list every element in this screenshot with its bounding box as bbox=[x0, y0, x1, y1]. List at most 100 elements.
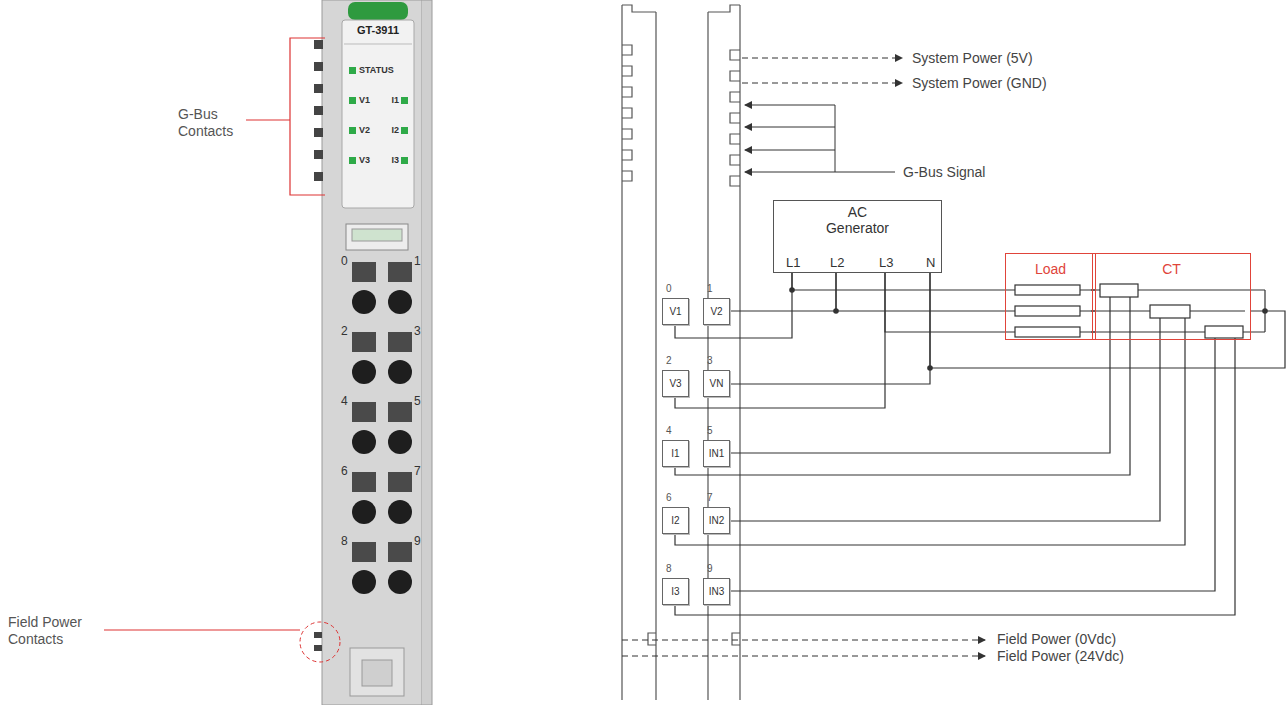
terminal-label: VN bbox=[710, 378, 724, 389]
phase-label: N bbox=[926, 255, 935, 270]
terminal-number: 1 bbox=[414, 254, 421, 268]
terminal-lever bbox=[352, 262, 376, 282]
terminal-number: 2 bbox=[341, 324, 348, 338]
g-bus-contact bbox=[314, 84, 323, 93]
terminal-lever bbox=[352, 332, 376, 352]
model-name: GT-3911 bbox=[352, 24, 404, 37]
group-label: Load bbox=[1006, 261, 1095, 277]
terminal-hole bbox=[388, 500, 412, 524]
terminal-number: 9 bbox=[414, 534, 421, 548]
g-bus-contact bbox=[314, 128, 323, 137]
g-bus-contact bbox=[314, 106, 323, 115]
led-label: I1 bbox=[386, 95, 399, 106]
terminal-number: 3 bbox=[414, 324, 421, 338]
led bbox=[401, 97, 408, 104]
terminal: 0V1 bbox=[662, 282, 689, 325]
terminal-box: IN3 bbox=[703, 578, 730, 605]
contact-tooth bbox=[730, 155, 740, 165]
terminal-number: 8 bbox=[341, 534, 348, 548]
wire bbox=[930, 273, 1285, 368]
terminal-number: 8 bbox=[662, 562, 689, 578]
signal-label: Field Power (0Vdc) bbox=[997, 631, 1116, 648]
wire bbox=[730, 340, 1110, 453]
label-panel bbox=[342, 20, 414, 208]
contact-tooth bbox=[622, 108, 632, 118]
panel-line bbox=[344, 44, 412, 45]
contact-tooth bbox=[622, 171, 632, 181]
terminal-hole bbox=[388, 290, 412, 314]
led bbox=[349, 67, 356, 74]
wire bbox=[730, 340, 1215, 591]
terminal-label: V2 bbox=[710, 306, 722, 317]
terminal: 3VN bbox=[703, 354, 730, 397]
contact-tooth bbox=[622, 66, 632, 76]
terminal-box: I3 bbox=[662, 578, 689, 605]
terminal-number: 6 bbox=[341, 464, 348, 478]
contact-tooth bbox=[730, 176, 740, 186]
terminal-box: VN bbox=[703, 370, 730, 397]
terminal-box: IN1 bbox=[703, 440, 730, 467]
led-label: I3 bbox=[386, 155, 399, 166]
contact-tooth bbox=[730, 50, 740, 60]
terminal-box: I1 bbox=[662, 440, 689, 467]
led-label: V3 bbox=[359, 155, 370, 166]
signal-label: Field Power (24Vdc) bbox=[997, 648, 1124, 665]
terminal-hole bbox=[352, 570, 376, 594]
wire bbox=[675, 340, 1185, 545]
module-outline bbox=[622, 5, 740, 700]
terminal: 2V3 bbox=[662, 354, 689, 397]
signal-label: G-Bus Signal bbox=[903, 164, 985, 181]
power-arrow bbox=[742, 83, 902, 84]
terminal: 8I3 bbox=[662, 562, 689, 605]
terminal-hole bbox=[352, 500, 376, 524]
terminal-hole bbox=[388, 570, 412, 594]
terminal-number: 4 bbox=[341, 394, 348, 408]
signal-arrow bbox=[745, 150, 835, 151]
ct-coil bbox=[1205, 326, 1243, 338]
contact-tooth bbox=[622, 87, 632, 97]
resistor-symbol bbox=[1015, 285, 1080, 295]
wire bbox=[792, 273, 1005, 332]
wire bbox=[675, 273, 792, 338]
power-arrow bbox=[742, 58, 902, 59]
release-tab-inner bbox=[352, 229, 402, 241]
terminal-hole bbox=[352, 360, 376, 384]
generator-label: AC Generator bbox=[818, 204, 898, 236]
led-label: I2 bbox=[386, 125, 399, 136]
module-cap bbox=[348, 2, 408, 20]
module-body bbox=[322, 0, 422, 705]
terminal: 1V2 bbox=[703, 282, 730, 325]
g-bus-contact bbox=[314, 40, 323, 49]
terminal-number: 3 bbox=[703, 354, 730, 370]
terminal-number: 0 bbox=[662, 282, 689, 298]
field-power-arrow bbox=[622, 640, 985, 641]
wire bbox=[730, 273, 836, 311]
callout-circle bbox=[300, 622, 340, 662]
signal-arrow bbox=[745, 105, 835, 106]
latch bbox=[350, 648, 404, 696]
resistor-symbol bbox=[1015, 306, 1080, 316]
terminal: 5IN1 bbox=[703, 424, 730, 467]
terminal-label: IN3 bbox=[709, 586, 725, 597]
terminal-number: 1 bbox=[703, 282, 730, 298]
terminal-number: 4 bbox=[662, 424, 689, 440]
terminal: 9IN3 bbox=[703, 562, 730, 605]
field-power-contact bbox=[314, 632, 322, 638]
terminal-number: 7 bbox=[414, 464, 421, 478]
terminal-label: I1 bbox=[671, 448, 679, 459]
led bbox=[349, 97, 356, 104]
terminal: 6I2 bbox=[662, 491, 689, 534]
terminal-number: 0 bbox=[341, 254, 348, 268]
module-rail bbox=[422, 0, 432, 705]
wire bbox=[675, 273, 885, 408]
contact-tooth bbox=[730, 113, 740, 123]
signal-arrow bbox=[745, 127, 835, 128]
ct-coil bbox=[1100, 284, 1138, 297]
terminal-hole bbox=[388, 430, 412, 454]
field-power-arrow bbox=[622, 656, 985, 657]
terminal-lever bbox=[388, 332, 412, 352]
g-bus-contact bbox=[314, 150, 323, 159]
terminal-hole bbox=[352, 430, 376, 454]
led bbox=[401, 157, 408, 164]
